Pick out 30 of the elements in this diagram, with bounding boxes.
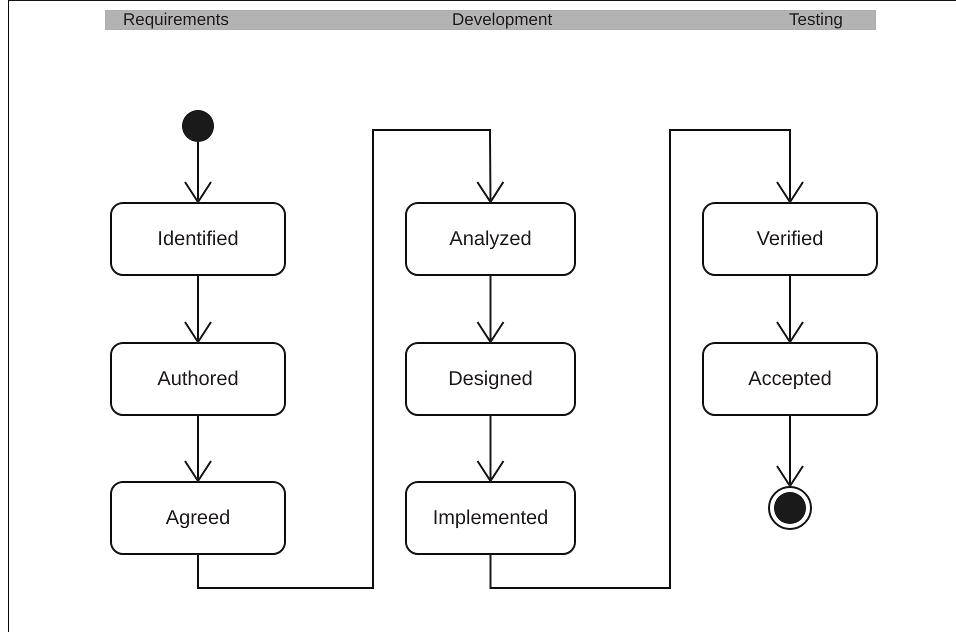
state-label: Verified [756,228,824,250]
arrow [776,416,804,487]
lane-heading: Testing [789,10,843,30]
state-box [405,481,576,555]
arrow [476,276,504,343]
state-label: Analyzed [449,228,532,250]
state-box [110,342,286,416]
state-label: Accepted [748,368,832,390]
lane-heading: Requirements [123,10,229,30]
state-box [405,342,576,416]
final-state-circle [768,486,812,530]
state-box [405,202,576,276]
lane-heading: Development [452,10,552,30]
arrow [476,416,504,482]
state-label: Identified [157,228,239,250]
state-label: Authored [157,368,239,390]
arrow [776,276,804,343]
arrow [184,416,212,482]
state-label: Implemented [432,506,548,530]
initial-state-circle [182,110,214,142]
arrow [490,129,804,589]
state-box [110,481,286,555]
state-label: Agreed [166,506,230,530]
arrow [184,142,212,203]
state-box [702,202,878,276]
state-label: Designed [448,368,533,390]
arrow [197,129,504,589]
state-box [702,342,878,416]
state-box [110,202,286,276]
arrow [184,276,212,343]
